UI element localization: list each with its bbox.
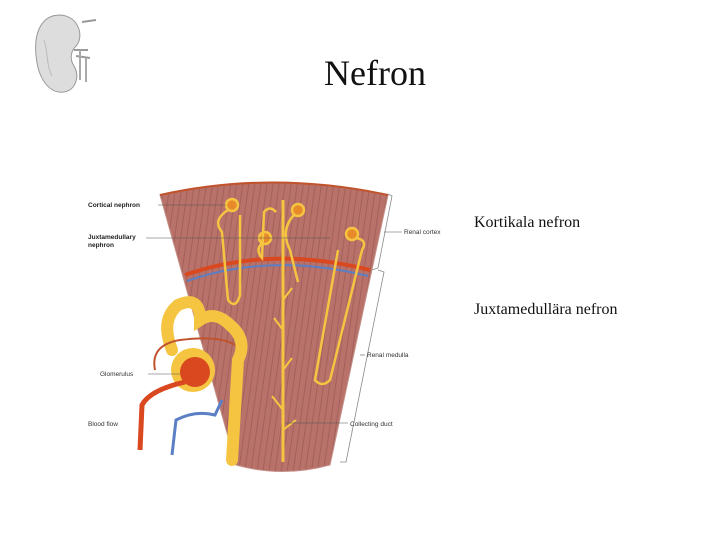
label-cortical-nephron: Cortical nephron [88,202,140,209]
enlarged-nephron [137,296,248,466]
venule [170,399,224,456]
note-cortical-nephron: Kortikala nefron [474,214,581,231]
label-collecting-duct: Collecting duct [350,421,393,428]
glomerulus [180,357,210,387]
afferent-arteriole [137,379,186,451]
kidney-logo-icon [35,14,97,93]
arcuate-vein [186,264,369,282]
label-juxtamedullary-nephron: Juxtamedullary [88,234,136,241]
label-blood-flow: Blood flow [88,421,118,428]
arcuate-artery [184,256,371,277]
label-glomerulus: Glomerulus [100,371,134,378]
label-juxtamedullary-nephron-2: nephron [88,242,114,249]
label-renal-cortex: Renal cortex [404,229,441,236]
label-renal-medulla: Renal medulla [367,352,409,359]
note-juxtamedullary-nephron: Juxtamedullära nefron [474,301,618,318]
slide-title: Nefron [324,53,426,93]
